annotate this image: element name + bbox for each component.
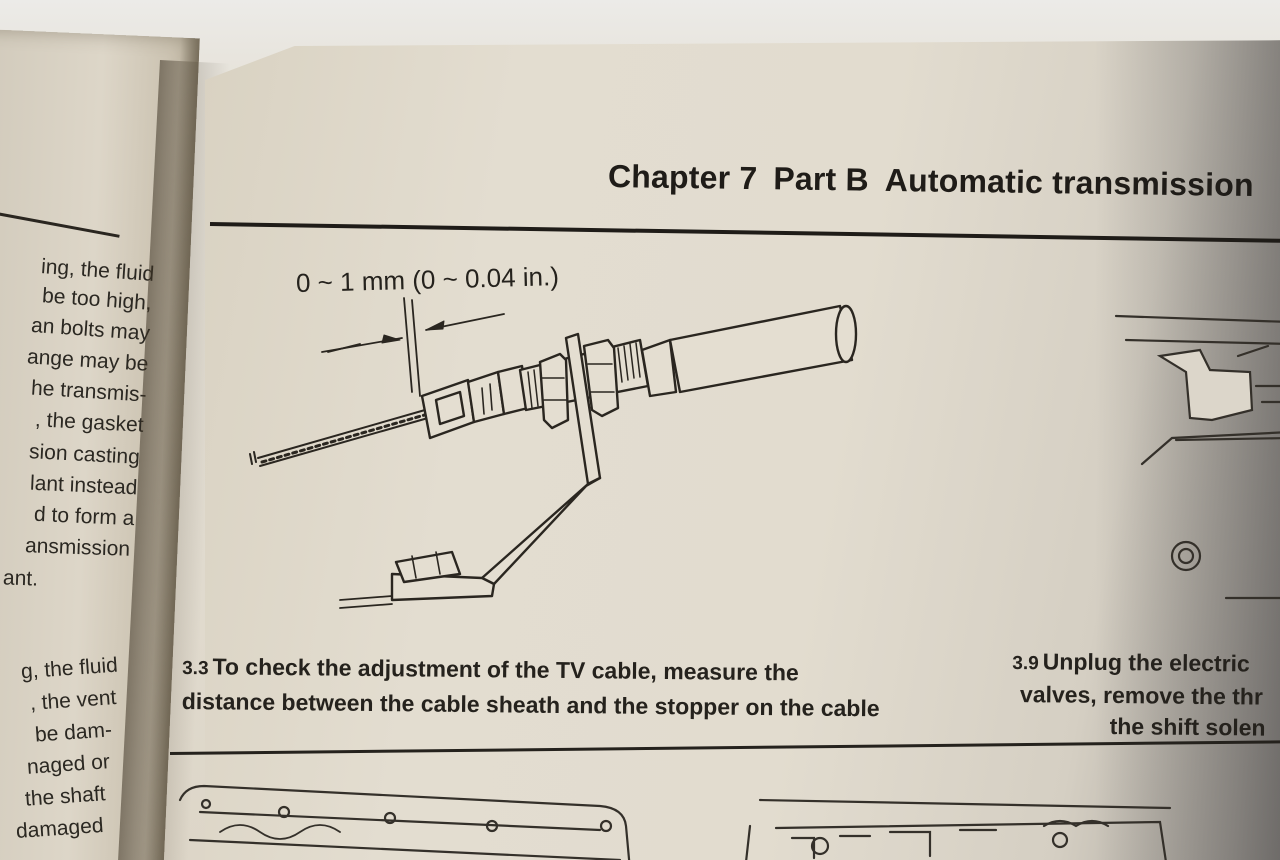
tv-cable-illustration bbox=[249, 297, 858, 609]
